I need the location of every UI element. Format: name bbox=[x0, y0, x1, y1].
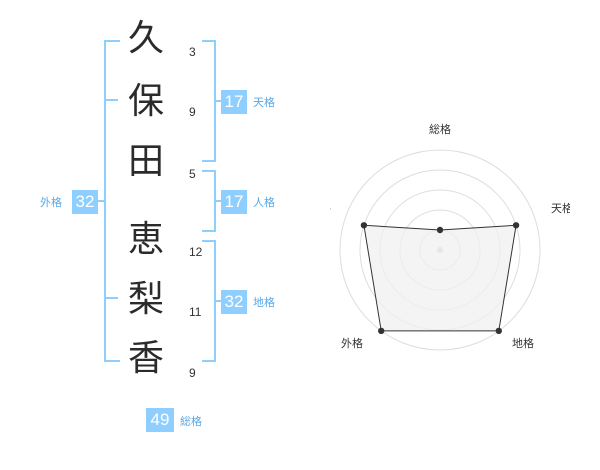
stroke-count-5: 11 bbox=[189, 305, 202, 319]
radar-axis-label-jinkaku: 人格 bbox=[330, 201, 331, 215]
jinkaku-label: 人格 bbox=[253, 196, 275, 209]
jinkaku-value-badge: 17 bbox=[221, 190, 247, 214]
name-char-6: 香 bbox=[128, 338, 165, 379]
stroke-count-1: 3 bbox=[189, 45, 196, 59]
jinkaku-connector bbox=[214, 200, 222, 202]
radar-chart: 総格 天格 地格 外格 人格 bbox=[330, 122, 570, 351]
stroke-count-4: 12 bbox=[189, 245, 203, 259]
radar-points bbox=[360, 222, 520, 335]
gaikaku-bracket bbox=[104, 40, 120, 362]
gaikaku-value-badge: 32 bbox=[72, 190, 98, 214]
radar-point-5 bbox=[360, 222, 368, 229]
radar-axis-label-soukaku: 総格 bbox=[429, 122, 451, 136]
radar-axis-label-gaikaku: 外格 bbox=[341, 336, 363, 350]
soukaku-label: 総格 bbox=[180, 415, 202, 428]
radar-area bbox=[363, 224, 517, 332]
soukaku-value-badge: 49 bbox=[146, 408, 174, 432]
radar-grid-ring bbox=[339, 149, 541, 351]
tenkaku-label: 天格 bbox=[253, 96, 275, 109]
gaikaku-bracket-tick-1 bbox=[104, 99, 118, 101]
radar-point-3 bbox=[495, 327, 502, 335]
tenkaku-connector bbox=[214, 100, 222, 102]
radar-axis-label-tenkaku: 天格 bbox=[551, 201, 570, 215]
radar-axis-label-chikaku: 地格 bbox=[512, 336, 534, 350]
gaikaku-label: 外格 bbox=[40, 196, 62, 209]
name-char-4: 恵 bbox=[128, 219, 165, 260]
chikaku-connector bbox=[214, 300, 222, 302]
chikaku-value-badge: 32 bbox=[221, 290, 247, 314]
radar-point-2 bbox=[512, 222, 520, 229]
stroke-count-3: 5 bbox=[189, 167, 196, 181]
stroke-count-2: 9 bbox=[189, 105, 196, 119]
name-char-1: 久 bbox=[128, 18, 165, 59]
gaikaku-connector bbox=[96, 200, 104, 202]
name-char-2: 保 bbox=[128, 81, 165, 122]
name-char-5: 梨 bbox=[128, 279, 165, 320]
gaikaku-bracket-tick-2 bbox=[104, 297, 118, 299]
stroke-count-6: 9 bbox=[189, 366, 196, 380]
name-char-3: 田 bbox=[128, 141, 165, 182]
chikaku-label: 地格 bbox=[253, 296, 275, 309]
radar-point-1 bbox=[436, 226, 444, 234]
tenkaku-value-badge: 17 bbox=[221, 90, 247, 114]
radar-point-4 bbox=[378, 327, 385, 335]
